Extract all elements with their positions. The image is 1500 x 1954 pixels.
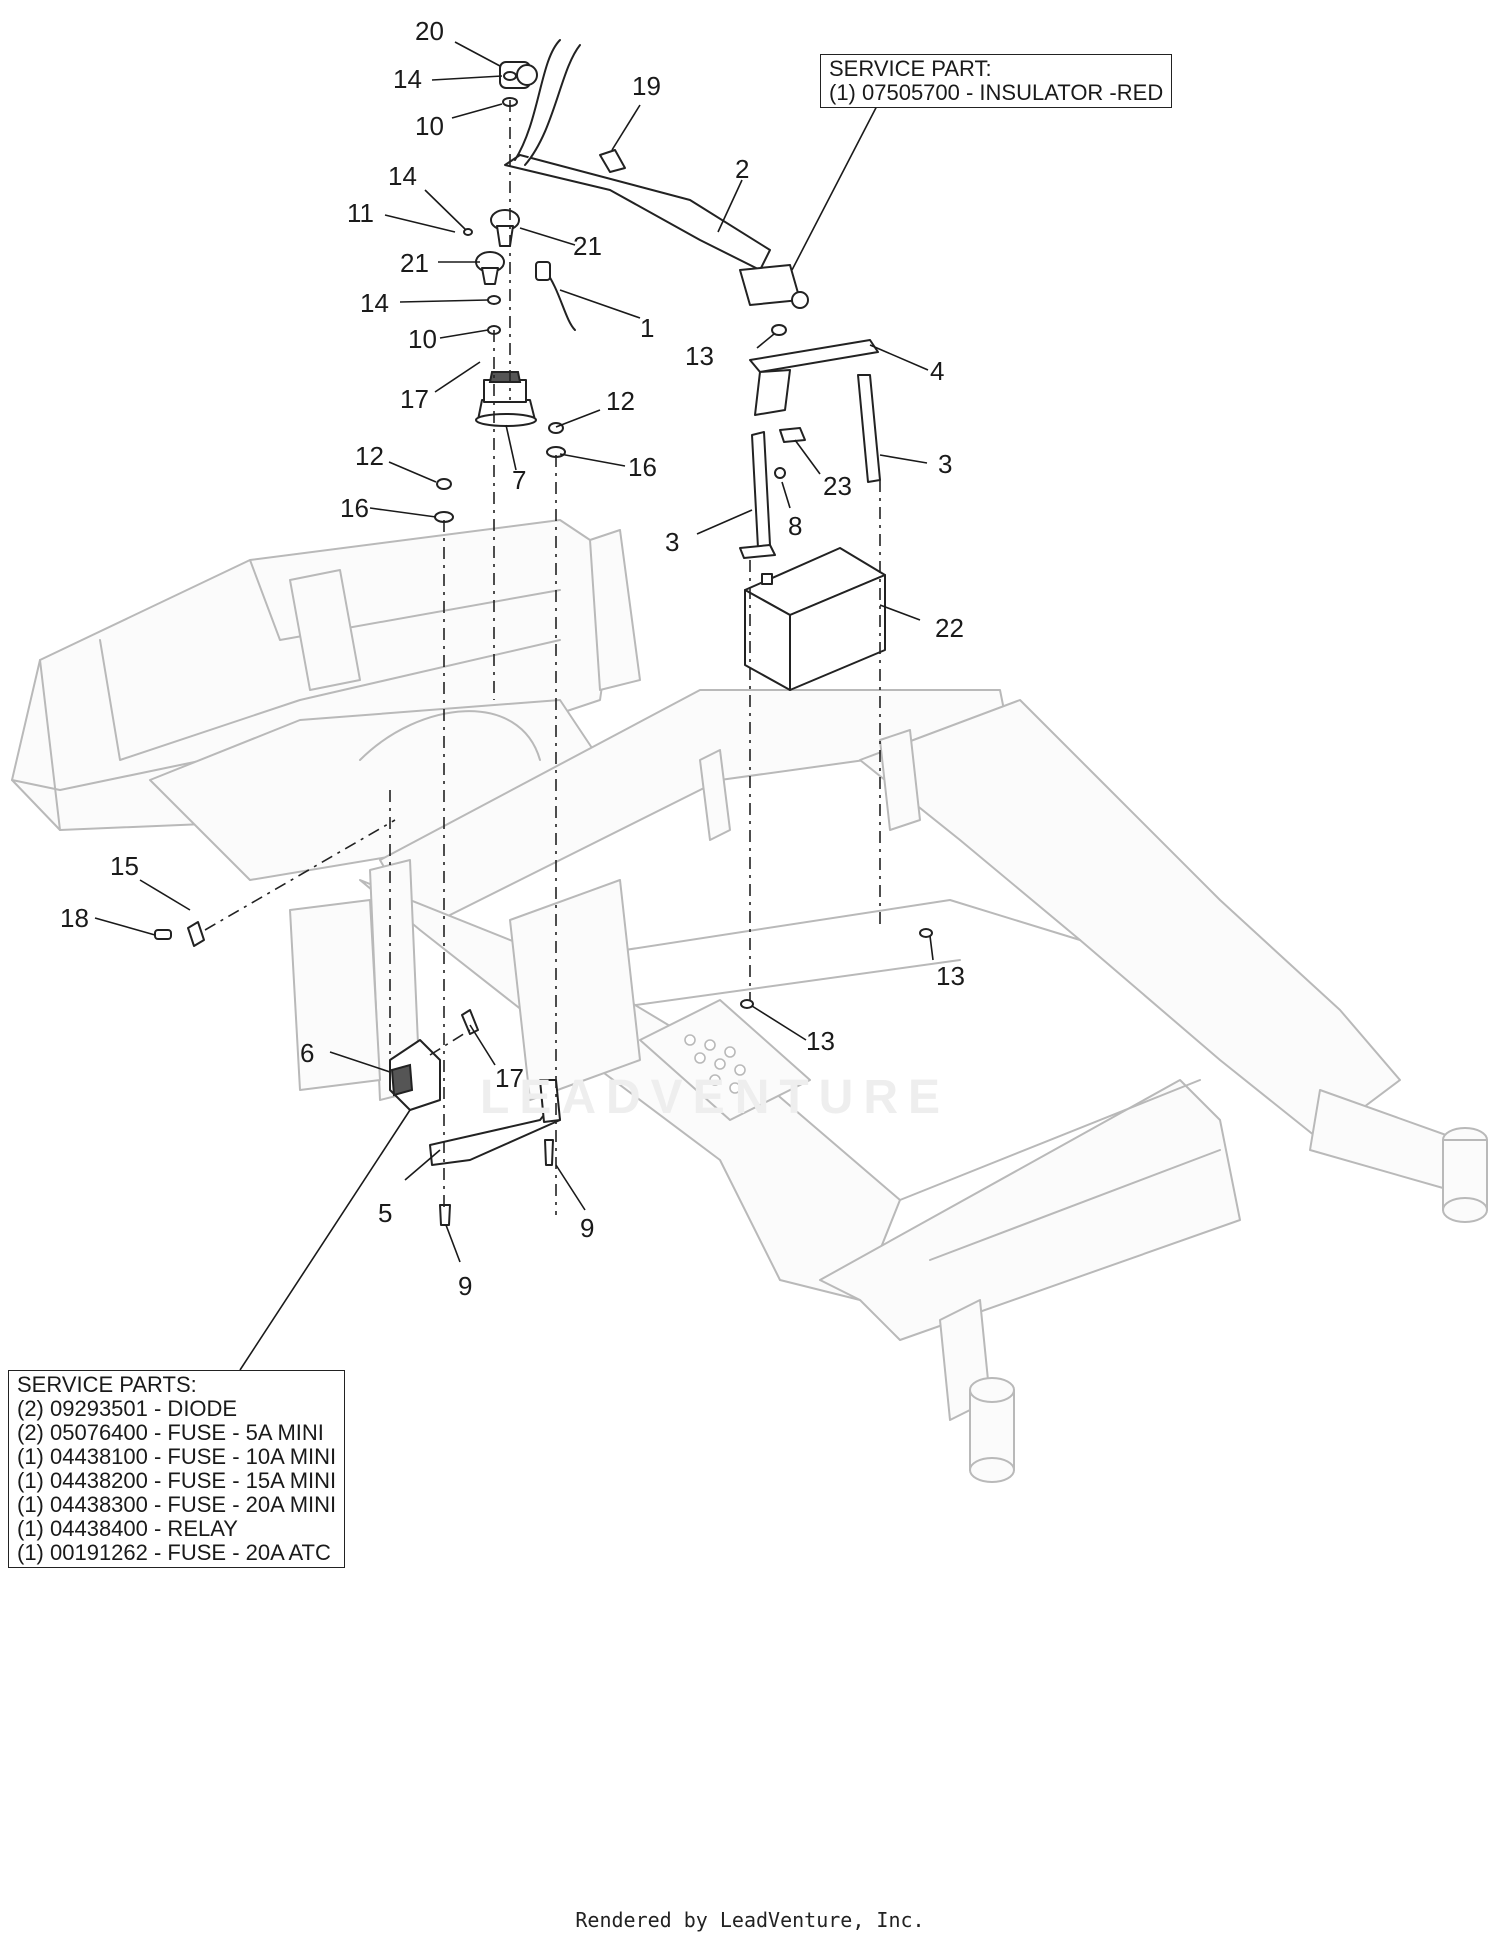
callout-15: 15 [110, 851, 139, 881]
callout-9: 9 [580, 1213, 594, 1243]
callout-13: 13 [936, 961, 965, 991]
callout-3: 3 [938, 449, 952, 479]
leader-lines [94, 41, 934, 1371]
service-parts-heading: SERVICE PARTS: [17, 1372, 197, 1397]
callout-6: 6 [300, 1038, 314, 1068]
service-parts-line: (1) 04438100 - FUSE - 10A MINI [17, 1444, 337, 1469]
service-parts-line: (1) 04438300 - FUSE - 20A MINI [17, 1492, 337, 1517]
callout-labels: 20 14 10 19 2 14 11 21 21 14 1 10 13 4 1… [60, 16, 965, 1301]
callout-17: 17 [400, 384, 429, 414]
callout-14: 14 [360, 288, 389, 318]
cable-1 [535, 261, 576, 331]
bracket-5 [429, 1079, 561, 1166]
service-parts-line: (2) 05076400 - FUSE - 5A MINI [17, 1420, 324, 1445]
service-parts-line: (1) 04438200 - FUSE - 15A MINI [17, 1468, 337, 1493]
callout-2: 2 [735, 154, 749, 184]
callout-20: 20 [415, 16, 444, 46]
callout-18: 18 [60, 903, 89, 933]
callout-21: 21 [573, 231, 602, 261]
harness-cable [504, 39, 809, 309]
battery-22 [744, 547, 886, 691]
fuse-box-6 [389, 1039, 441, 1111]
brackets-3-4 [739, 339, 881, 559]
service-parts-line: (2) 09293501 - DIODE [17, 1396, 238, 1421]
service-parts-line: (1) 00191262 - FUSE - 20A ATC [17, 1540, 331, 1565]
service-part-heading: SERVICE PART: [829, 56, 992, 81]
callout-17: 17 [495, 1063, 524, 1093]
cable-clip-19 [599, 149, 626, 173]
callout-23: 23 [823, 471, 852, 501]
service-parts-line: (1) 04438400 - RELAY [17, 1516, 238, 1541]
callout-4: 4 [930, 356, 944, 386]
callout-12: 12 [355, 441, 384, 471]
service-part-box: SERVICE PART: (1) 07505700 - INSULATOR -… [820, 54, 1173, 108]
battery-terminal-20 [499, 61, 538, 89]
callout-13: 13 [806, 1026, 835, 1056]
callout-9: 9 [458, 1271, 472, 1301]
watermark: LEADVENTURE [480, 1071, 951, 1124]
callout-22: 22 [935, 613, 964, 643]
callout-16: 16 [628, 452, 657, 482]
service-part-line: (1) 07505700 - INSULATOR -RED [829, 80, 1164, 105]
callout-19: 19 [632, 71, 661, 101]
callout-3: 3 [665, 527, 679, 557]
callout-8: 8 [788, 511, 802, 541]
callout-12: 12 [606, 386, 635, 416]
callout-14: 14 [393, 64, 422, 94]
callout-14: 14 [388, 161, 417, 191]
footer-credit: Rendered by LeadVenture, Inc. [575, 1908, 925, 1932]
callout-21: 21 [400, 248, 429, 278]
callout-10: 10 [408, 324, 437, 354]
callout-13: 13 [685, 341, 714, 371]
boots-21 [475, 209, 520, 285]
alignment-lines [204, 100, 881, 1215]
callout-1: 1 [640, 313, 654, 343]
callout-11: 11 [347, 198, 374, 228]
clip-15-bolt-18 [154, 921, 554, 1226]
callout-5: 5 [378, 1198, 392, 1228]
callout-7: 7 [512, 465, 526, 495]
callout-16: 16 [340, 493, 369, 523]
mower-frame [11, 519, 1488, 1483]
callout-10: 10 [415, 111, 444, 141]
service-parts-box: SERVICE PARTS: (2) 09293501 - DIODE (2) … [8, 1370, 346, 1568]
solenoid-7 [475, 371, 537, 427]
